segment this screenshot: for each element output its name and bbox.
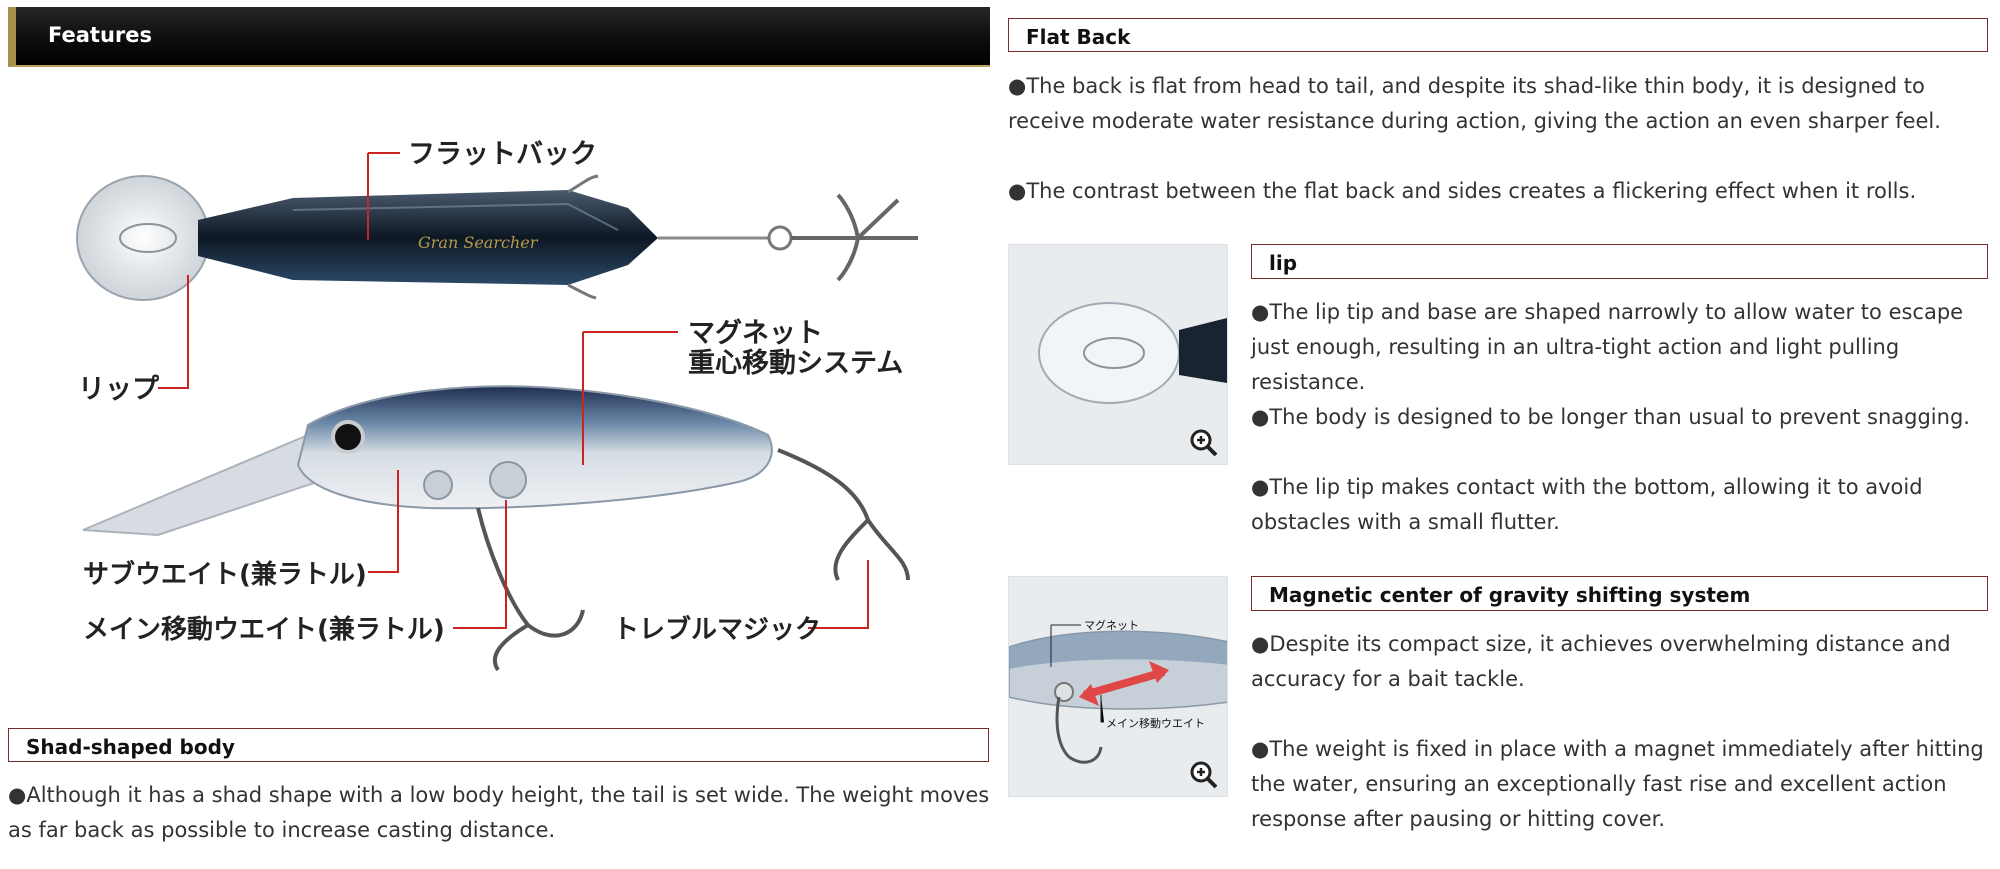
thumb-label-weight: メイン移動ウエイト (1106, 716, 1205, 730)
label-magnet-1: マグネット (688, 317, 823, 349)
label-flat-back: フラットバック (408, 139, 597, 170)
flat-back-heading: Flat Back (1008, 18, 1988, 52)
thumb-label-magnet: マグネット (1084, 618, 1139, 632)
magnet-title: Magnetic center of gravity shifting syst… (1269, 583, 1751, 607)
features-title: Features (48, 23, 152, 47)
flat-back-title: Flat Back (1026, 25, 1131, 49)
shad-title: Shad-shaped body (26, 735, 235, 759)
label-sub-weight: サブウエイト(兼ラトル) (83, 559, 367, 590)
lip-heading: lip (1251, 244, 1988, 279)
magnet-heading: Magnetic center of gravity shifting syst… (1251, 576, 1988, 611)
lip-title: lip (1269, 251, 1298, 275)
lure-top-view: Gran Searcher (76, 174, 918, 301)
lip-text-1: ●The lip tip and base are shaped narrowl… (1251, 300, 1964, 394)
zoom-icon[interactable] (1189, 760, 1219, 790)
lip-thumbnail[interactable] (1008, 244, 1228, 465)
callout-lines (158, 152, 869, 629)
flat-back-text-1: ●The back is flat from head to tail, and… (1008, 74, 1941, 133)
lure-side-view (82, 385, 910, 672)
label-main-weight: メイン移動ウエイト(兼ラトル) (83, 614, 445, 645)
label-magnet-2: 重心移動システム (688, 348, 903, 379)
magnet-thumbnail[interactable]: マグネット メイン移動ウエイト (1008, 576, 1228, 797)
shad-text: ●Although it has a shad shape with a low… (8, 783, 990, 842)
zoom-icon[interactable] (1189, 428, 1219, 458)
magnet-text-1: ●Despite its compact size, it achieves o… (1251, 632, 1951, 691)
lure-diagram: Gran Searcher フラットバック リップ マグネット 重心移動システム… (76, 139, 918, 672)
shad-heading: Shad-shaped body (8, 728, 989, 762)
magnet-image: マグネット メイン移動ウエイト (1009, 618, 1227, 764)
flat-back-text-2: ●The contrast between the flat back and … (1008, 179, 1917, 203)
lip-text-2: ●The body is designed to be longer than … (1251, 405, 1970, 429)
label-treble: トレブルマジック (613, 614, 821, 645)
brand-label: Gran Searcher (418, 233, 539, 252)
features-header: Features (8, 7, 990, 67)
label-lip: リップ (78, 374, 160, 405)
lip-image (1038, 302, 1227, 404)
lip-text-3: ●The lip tip makes contact with the bott… (1251, 475, 1923, 534)
magnet-text-2: ●The weight is fixed in place with a mag… (1251, 737, 1984, 831)
